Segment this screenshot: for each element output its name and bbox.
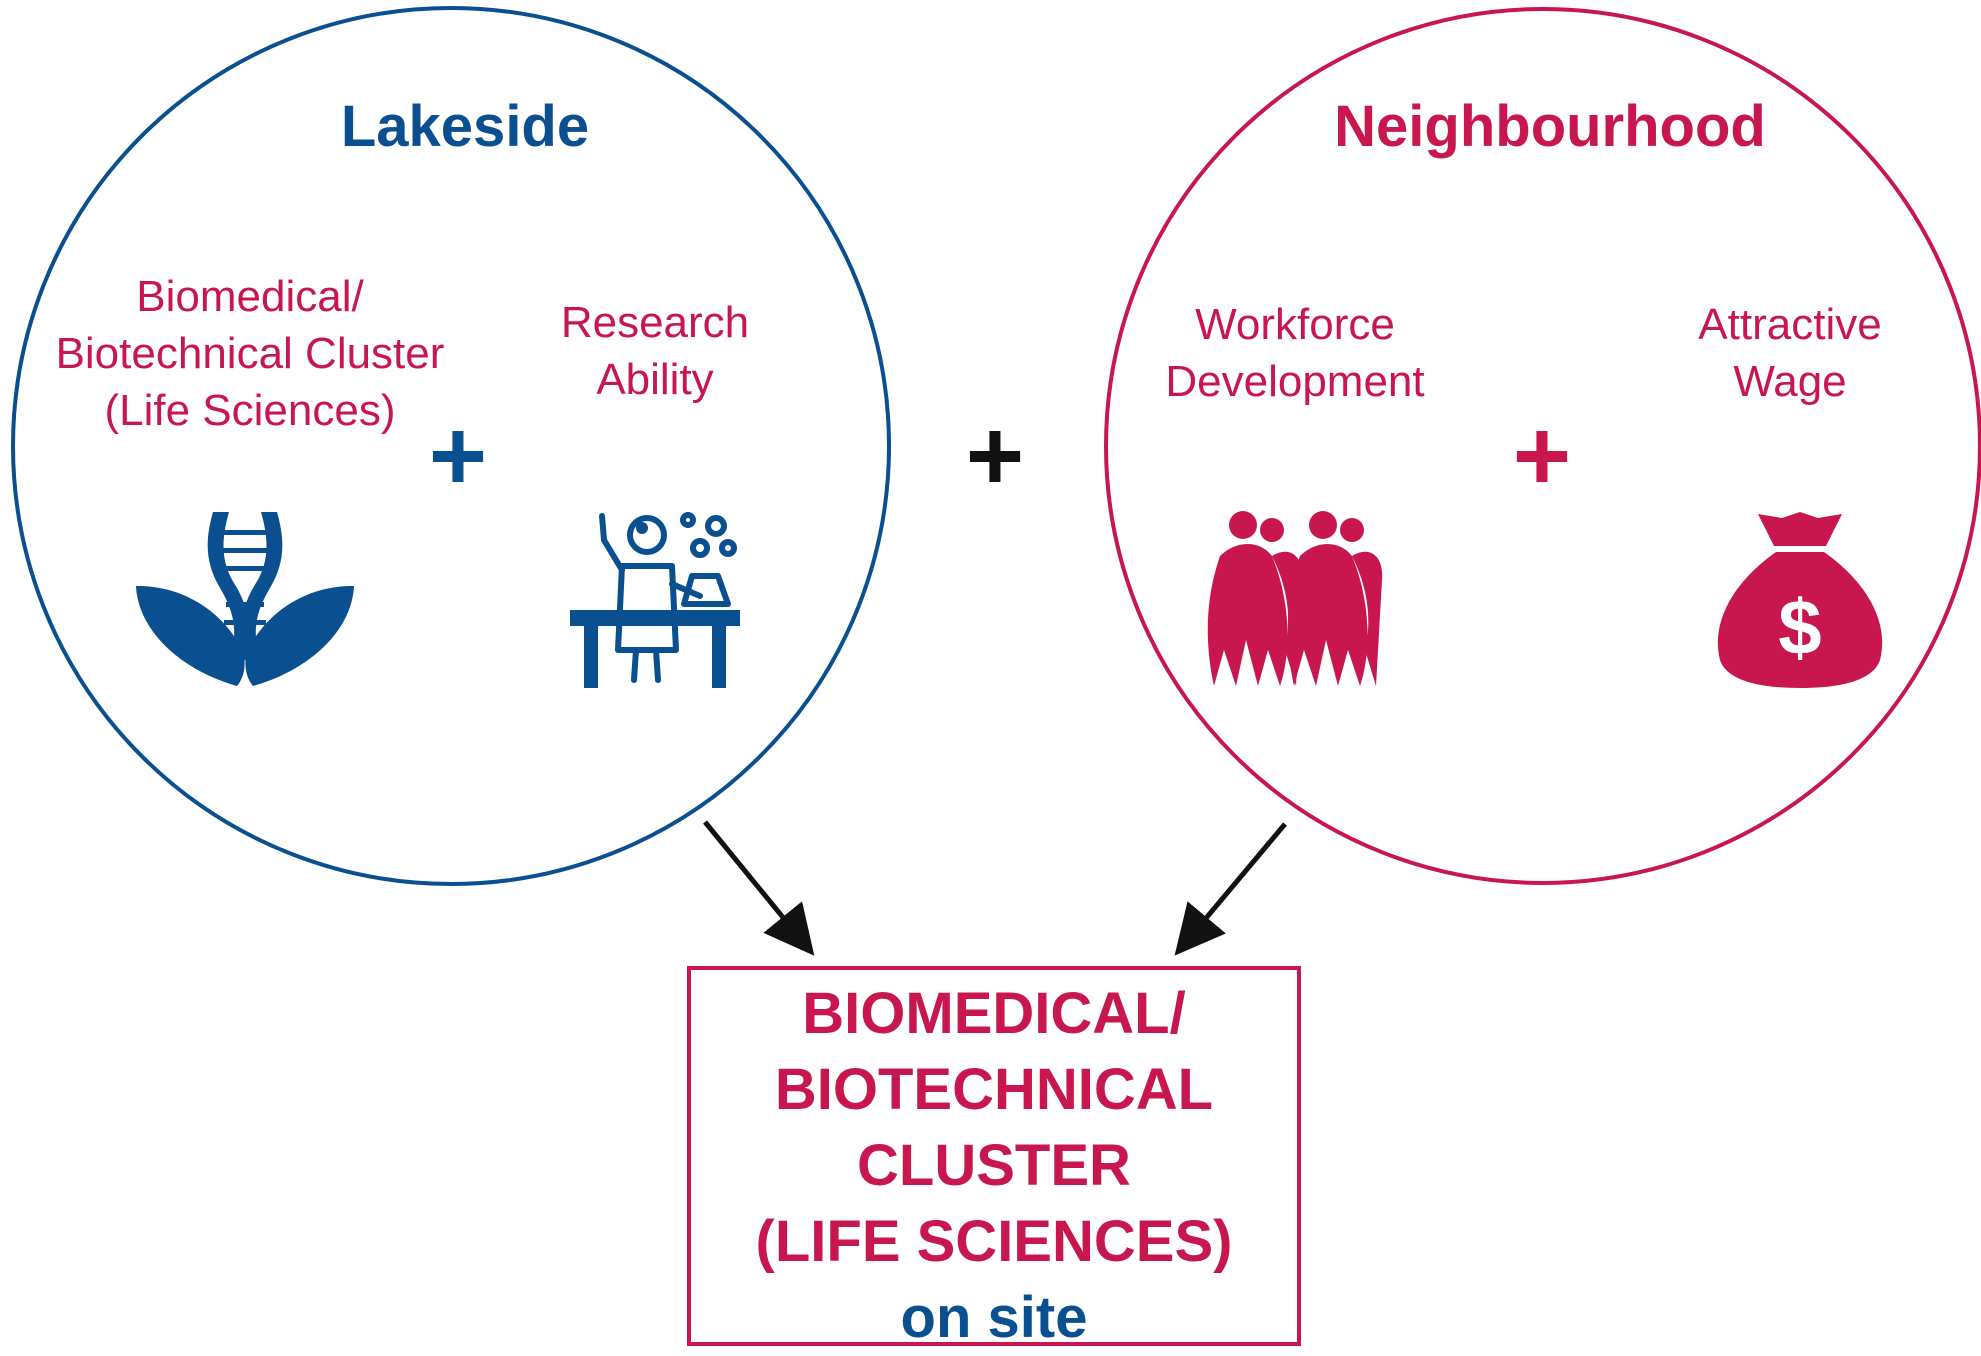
neighbourhood-title: Neighbourhood xyxy=(1334,94,1766,159)
neighbourhood-plus: + xyxy=(1512,400,1572,512)
lakeside-plus: + xyxy=(428,400,488,512)
lakeside-item-biomedical-line-3: (Life Sciences) xyxy=(104,386,396,435)
lakeside-item-research-line-2: Ability xyxy=(596,355,714,404)
money-bag-icon xyxy=(1717,512,1883,688)
neighbourhood-item-wage-line-1: Attractive xyxy=(1698,300,1882,349)
result-line-4: (LIFE SCIENCES) xyxy=(755,1209,1233,1274)
lakeside-item-biomedical-line-2: Biotechnical Cluster xyxy=(55,329,445,378)
workforce-people-icon xyxy=(1207,511,1383,686)
arrow-lakeside-to-result xyxy=(703,820,815,956)
lakeside-item-biomedical-line-1: Biomedical/ xyxy=(136,272,364,321)
dollar-sign: $ xyxy=(1778,583,1821,671)
result-line-2: BIOTECHNICAL xyxy=(774,1057,1214,1122)
lakeside-title: Lakeside xyxy=(340,94,590,159)
result-box: BIOMEDICAL/ BIOTECHNICAL CLUSTER (LIFE S… xyxy=(687,966,1301,1350)
arrow-neighbourhood-to-result xyxy=(1174,822,1287,956)
neighbourhood-circle xyxy=(1104,7,1981,885)
result-line-1: BIOMEDICAL/ xyxy=(802,981,1186,1046)
lakeside-item-research-line-1: Research xyxy=(560,298,750,347)
neighbourhood-item-workforce: Workforce Development xyxy=(1140,296,1450,410)
connector-plus: + xyxy=(965,400,1025,512)
scientist-icon xyxy=(570,512,740,688)
lakeside-item-research: Research Ability xyxy=(530,294,780,408)
lakeside-item-biomedical: Biomedical/ Biotechnical Cluster (Life S… xyxy=(20,268,480,439)
lakeside-circle xyxy=(11,6,891,886)
neighbourhood-item-wage: Attractive Wage xyxy=(1670,296,1910,410)
result-line-3: CLUSTER xyxy=(857,1133,1131,1198)
result-suffix: on site xyxy=(900,1285,1088,1350)
neighbourhood-item-workforce-line-1: Workforce xyxy=(1195,300,1395,349)
neighbourhood-item-workforce-line-2: Development xyxy=(1165,357,1425,406)
dna-plant-icon xyxy=(136,512,354,686)
neighbourhood-item-wage-line-2: Wage xyxy=(1733,357,1847,406)
